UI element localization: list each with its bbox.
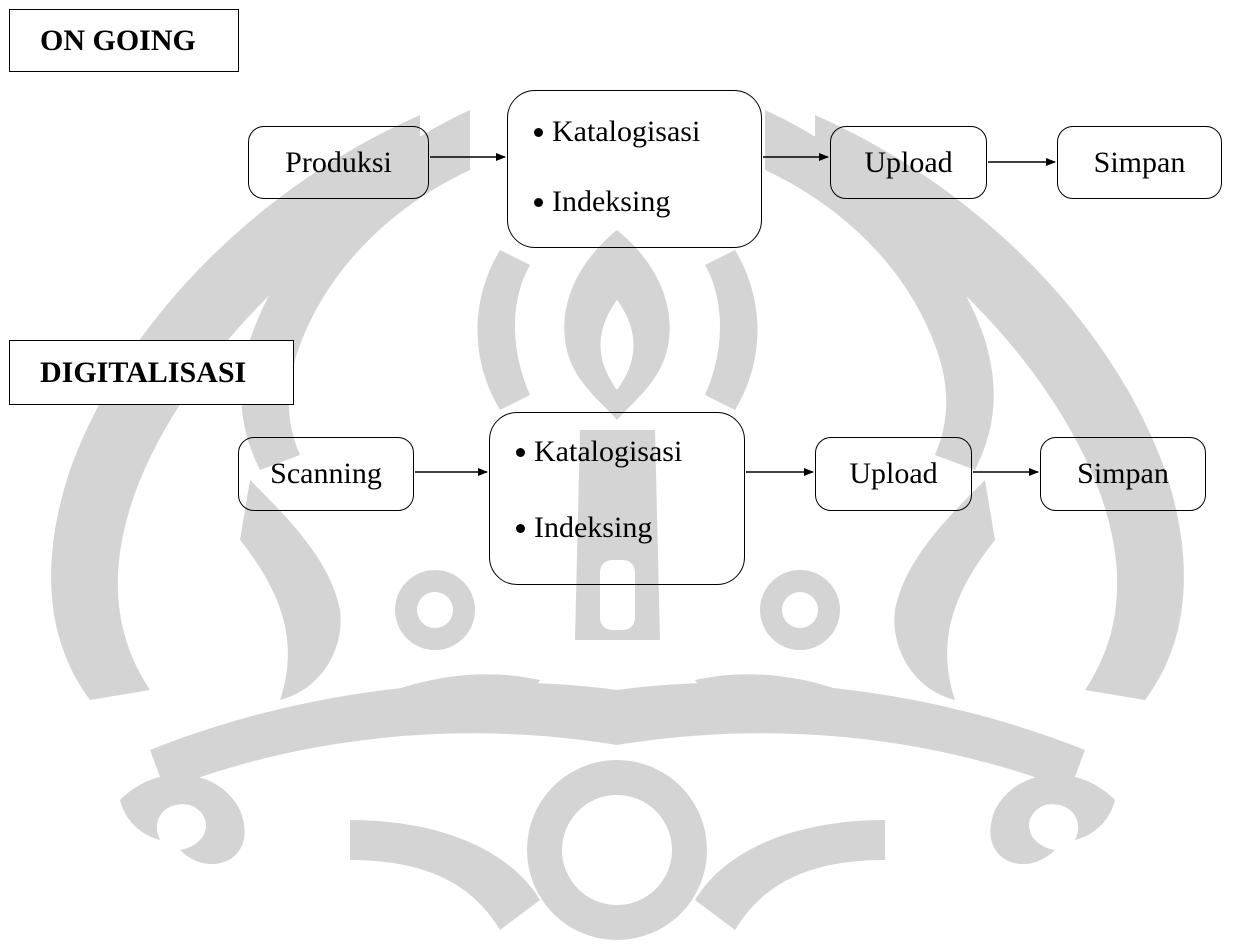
- step-simpan-box: Simpan: [1040, 437, 1206, 511]
- list-item: Indeksing: [516, 509, 652, 547]
- list-item-label: Indeksing: [552, 185, 671, 218]
- section-label-on-going: ON GOING: [9, 9, 239, 72]
- step-label: Simpan: [1093, 145, 1186, 179]
- list-item: Katalogisasi: [534, 113, 700, 151]
- bullet-icon: [534, 127, 543, 137]
- step-label: Simpan: [1077, 457, 1169, 490]
- bullet-icon: [516, 447, 525, 457]
- step-scanning-box: Scanning: [238, 437, 414, 511]
- step-upload-box: Upload: [830, 126, 987, 199]
- step-katalog-indeks-box: Katalogisasi Indeksing: [507, 90, 762, 248]
- step-simpan-box: Simpan: [1057, 126, 1222, 199]
- step-label: Upload: [864, 145, 953, 179]
- list-item-label: Katalogisasi: [552, 115, 701, 148]
- list-item: Katalogisasi: [516, 433, 682, 471]
- step-label: Produksi: [285, 145, 392, 179]
- list-item-label: Katalogisasi: [534, 435, 683, 468]
- section-label-text: DIGITALISASI: [40, 355, 247, 389]
- step-produksi-box: Produksi: [248, 126, 429, 199]
- bullet-icon: [534, 197, 543, 207]
- bullet-icon: [516, 523, 525, 533]
- list-item-label: Indeksing: [534, 511, 653, 544]
- section-label-digitalisasi: DIGITALISASI: [9, 340, 294, 405]
- step-label: Upload: [849, 457, 938, 490]
- list-item: Indeksing: [534, 183, 670, 221]
- step-upload-box: Upload: [815, 437, 972, 511]
- section-label-text: ON GOING: [40, 23, 196, 57]
- step-katalog-indeks-box: Katalogisasi Indeksing: [489, 412, 745, 585]
- step-label: Scanning: [270, 457, 382, 490]
